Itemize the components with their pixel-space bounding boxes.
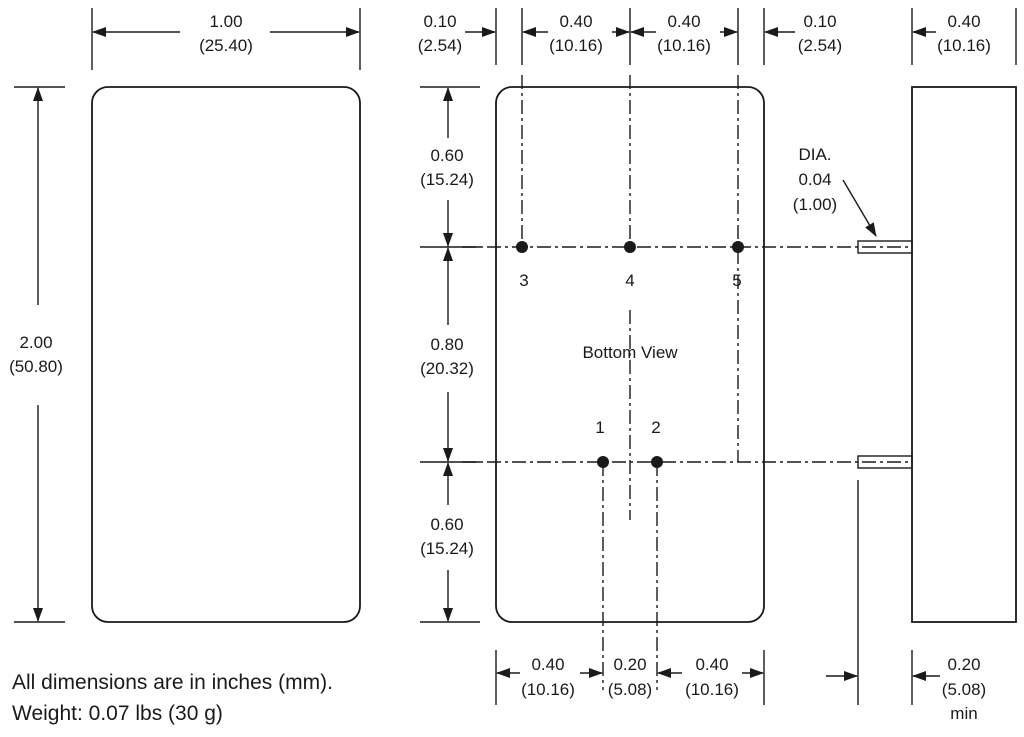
- bottom-v3-mm: (15.24): [420, 539, 474, 558]
- pin-5-dot: [732, 241, 744, 253]
- side-dia-leader: [842, 179, 877, 237]
- pin-2-dot: [651, 456, 663, 468]
- side-view: 0.40 (10.16) DIA. 0.04 (1.00) 0.20 (5.08…: [793, 8, 1017, 723]
- side-dia-label: DIA.: [798, 145, 831, 164]
- bottom-v2-in: 0.80: [430, 335, 463, 354]
- side-pin-len-note: min: [950, 704, 977, 723]
- bottom-bot-right-in: 0.40: [695, 655, 728, 674]
- pin-5-label: 5: [732, 271, 741, 290]
- side-pin-len-in: 0.20: [947, 655, 980, 674]
- pin-1-label: 1: [595, 418, 604, 437]
- bottom-view-label: Bottom View: [582, 343, 678, 362]
- bottom-v1-mm: (15.24): [420, 170, 474, 189]
- bottom-bot-left-mm: (10.16): [521, 680, 575, 699]
- bottom-v2-mm: (20.32): [420, 359, 474, 378]
- side-dia-mm: (1.00): [793, 195, 837, 214]
- front-height-mm: (50.80): [9, 357, 63, 376]
- pin-4-label: 4: [625, 271, 634, 290]
- bottom-view: 0.10 (2.54) 0.40 (10.16) 0.40 (10.16) 0.…: [418, 8, 912, 705]
- side-pin-bottom: [857, 455, 913, 469]
- side-depth-in: 0.40: [947, 12, 980, 31]
- front-height-in: 2.00: [19, 333, 52, 352]
- bottom-bot-right-mm: (10.16): [685, 680, 739, 699]
- side-outline: [911, 86, 1017, 623]
- bottom-top-right-mm: (2.54): [798, 36, 842, 55]
- side-depth-mm: (10.16): [937, 36, 991, 55]
- weight-note: Weight: 0.07 lbs (30 g): [12, 702, 223, 725]
- units-note: All dimensions are in inches (mm).: [12, 671, 333, 694]
- pin-4-dot: [624, 241, 636, 253]
- pin-1-dot: [597, 456, 609, 468]
- bottom-bot-mid-mm: (5.08): [608, 680, 652, 699]
- bottom-v1-in: 0.60: [430, 146, 463, 165]
- side-dia-in: 0.04: [798, 170, 831, 189]
- front-view: 1.00 (25.40) 2.00 (50.80): [9, 8, 361, 623]
- side-pin-len-mm: (5.08): [942, 680, 986, 699]
- bottom-top-left-in: 0.10: [423, 12, 456, 31]
- front-width-in: 1.00: [209, 12, 242, 31]
- bottom-top-right-in: 0.10: [803, 12, 836, 31]
- notes: All dimensions are in inches (mm). Weigh…: [12, 671, 333, 725]
- bottom-v3-in: 0.60: [430, 515, 463, 534]
- bottom-top-mid1-mm: (10.16): [549, 36, 603, 55]
- bottom-bot-left-in: 0.40: [531, 655, 564, 674]
- front-outline: [91, 86, 361, 623]
- front-width-mm-text: (25.40): [199, 36, 253, 55]
- pin-3-dot: [516, 241, 528, 253]
- bottom-bot-mid-in: 0.20: [613, 655, 646, 674]
- bottom-top-mid2-in: 0.40: [667, 12, 700, 31]
- pin-3-label: 3: [519, 271, 528, 290]
- side-pin-top: [857, 240, 913, 254]
- pin-2-label: 2: [651, 418, 660, 437]
- bottom-top-left-mm: (2.54): [418, 36, 462, 55]
- bottom-top-mid2-mm: (10.16): [657, 36, 711, 55]
- bottom-top-mid1-in: 0.40: [559, 12, 592, 31]
